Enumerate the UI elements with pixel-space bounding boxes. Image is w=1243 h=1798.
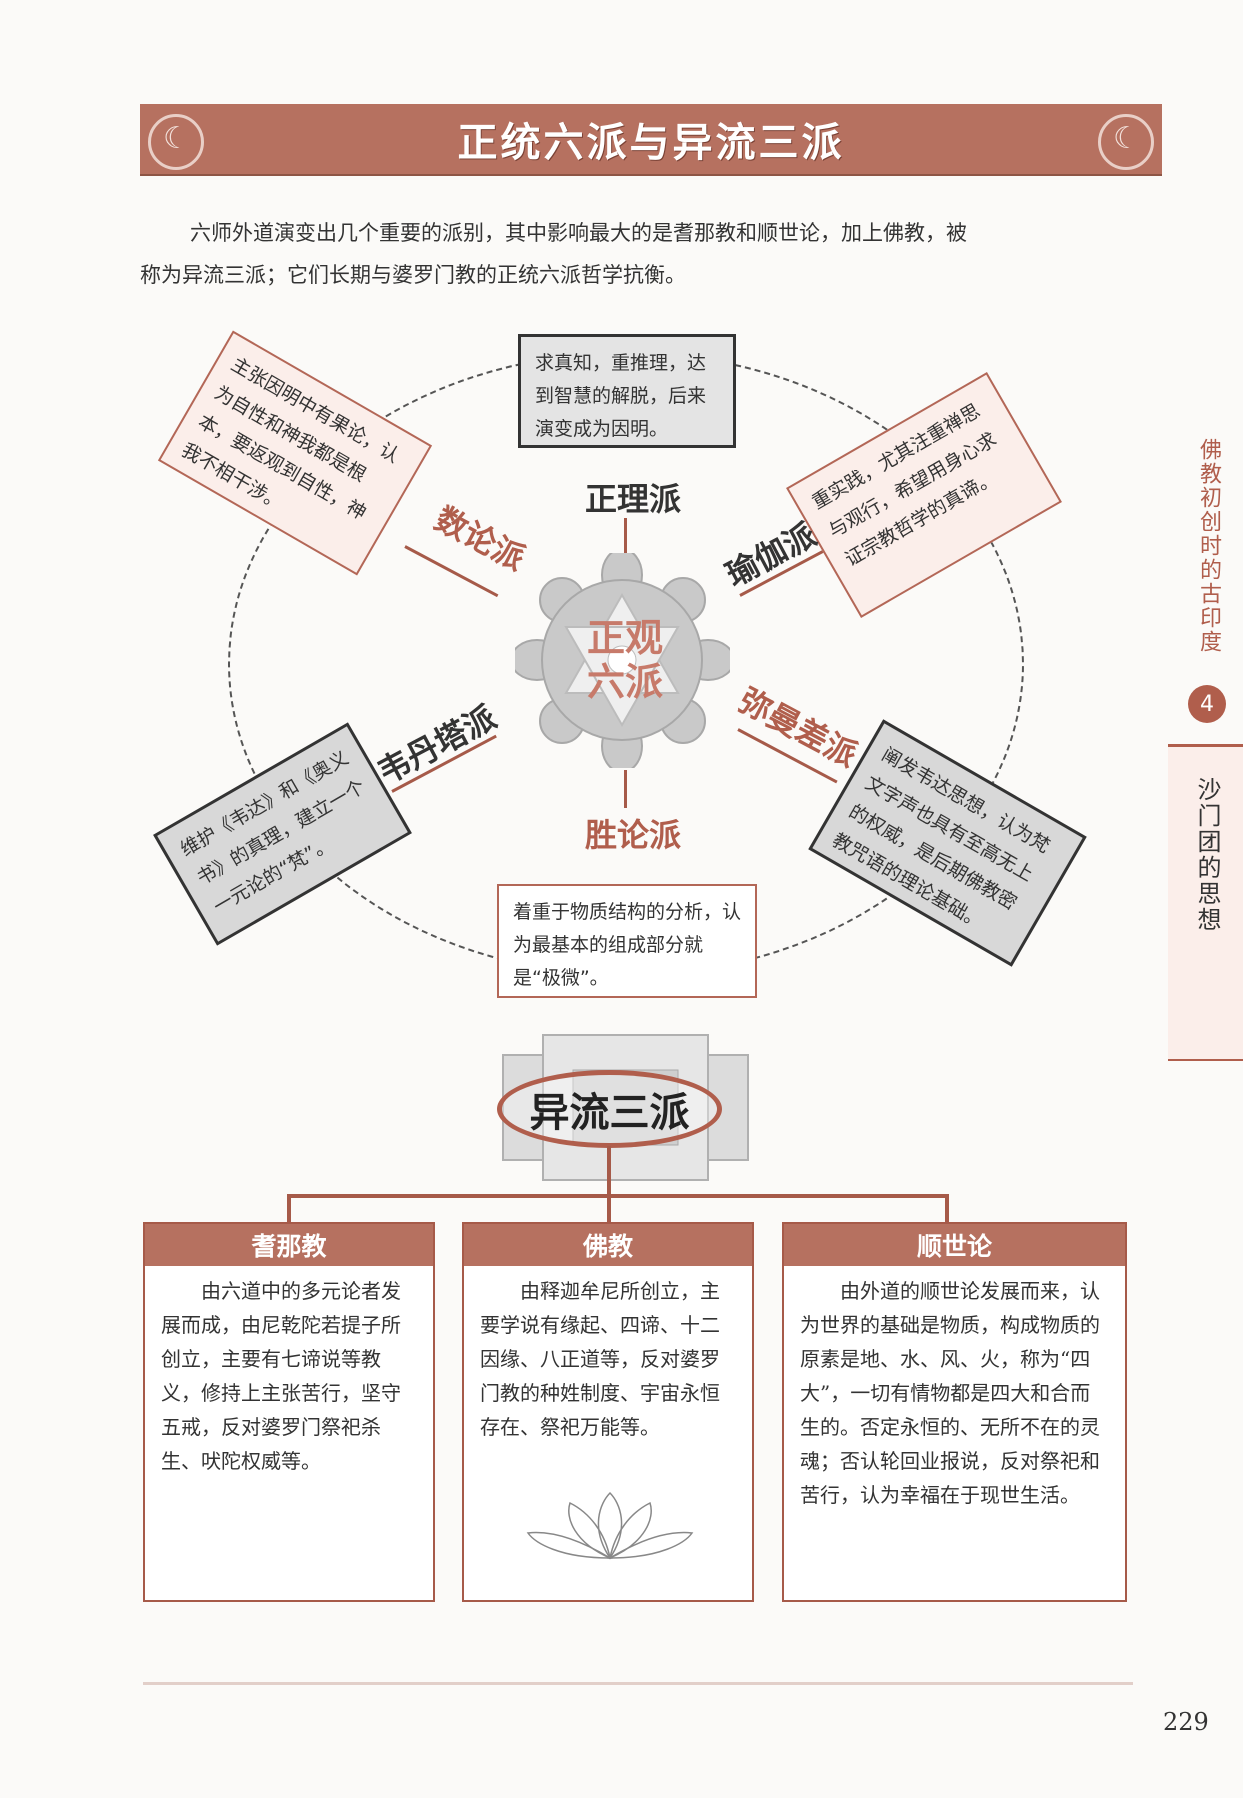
- connector-left: [287, 1194, 291, 1224]
- card-title: 耆那教: [145, 1224, 433, 1266]
- section-title: 沙门团的思想: [1193, 777, 1221, 933]
- connector-horizontal: [287, 1194, 949, 1198]
- chapter-number-badge: 4: [1188, 685, 1226, 723]
- card-title: 顺世论: [784, 1224, 1125, 1266]
- spoke-bottom: [624, 770, 627, 808]
- card-body: 由六道中的多元论者发展而成，由尼乾陀若提子所创立，主要有七谛说等教义，修持上主张…: [161, 1279, 401, 1473]
- title-bar: 正统六派与异流三派: [140, 104, 1162, 176]
- connector-vertical: [607, 1146, 611, 1196]
- intro-line-2: 称为异流三派；它们长期与婆罗门教的正统六派哲学抗衡。: [140, 263, 686, 287]
- nyaya-label: 正理派: [585, 480, 682, 518]
- section-tab: 沙门团的思想: [1168, 744, 1243, 1061]
- card-buddhism: 佛教 由释迦牟尼所创立，主要学说有缘起、四谛、十二因缘、八正道等，反对婆罗门教的…: [462, 1222, 754, 1602]
- card-jainism: 耆那教 由六道中的多元论者发展而成，由尼乾陀若提子所创立，主要有七谛说等教义，修…: [143, 1222, 435, 1602]
- connector-right: [945, 1194, 949, 1224]
- card-body: 由外道的顺世论发展而来，认为世界的基础是物质，构成物质的原素是地、水、风、火，称…: [800, 1279, 1100, 1507]
- intro-paragraph: 六师外道演变出几个重要的派别，其中影响最大的是耆那教和顺世论，加上佛教，被 称为…: [140, 212, 1140, 296]
- moon-ornament-icon: [1098, 114, 1154, 170]
- card-lokayata: 顺世论 由外道的顺世论发展而来，认为世界的基础是物质，构成物质的原素是地、水、风…: [782, 1222, 1127, 1602]
- page-number: 229: [1163, 1708, 1209, 1736]
- card-title: 佛教: [464, 1224, 752, 1266]
- vaisesika-label: 胜论派: [585, 816, 682, 854]
- vaisesika-description: 着重于物质结构的分析，认为最基本的组成部分就是“极微”。: [497, 884, 757, 998]
- intro-line-1: 六师外道演变出几个重要的派别，其中影响最大的是耆那教和顺世论，加上佛教，被: [190, 221, 967, 245]
- moon-ornament-icon: [148, 114, 204, 170]
- sub-title-oval: 异流三派: [497, 1070, 722, 1148]
- chapter-tab: 佛教初创时的古印度: [1168, 438, 1243, 654]
- card-body: 由释迦牟尼所创立，主要学说有缘起、四谛、十二因缘、八正道等，反对婆罗门教的种姓制…: [480, 1279, 720, 1439]
- mandala-emblem-icon: [515, 553, 730, 768]
- sub-title: 异流三派: [529, 1089, 690, 1136]
- footer-rule: [143, 1682, 1133, 1685]
- lotus-icon: [526, 1491, 694, 1560]
- chapter-title: 佛教初创时的古印度: [1196, 438, 1221, 654]
- center-label: 正观 六派: [586, 616, 663, 704]
- nyaya-description: 求真知，重推理，达到智慧的解脱，后来演变成为因明。: [518, 334, 736, 448]
- page-title: 正统六派与异流三派: [457, 120, 845, 166]
- connector-middle: [607, 1194, 611, 1224]
- spoke-top: [624, 518, 627, 556]
